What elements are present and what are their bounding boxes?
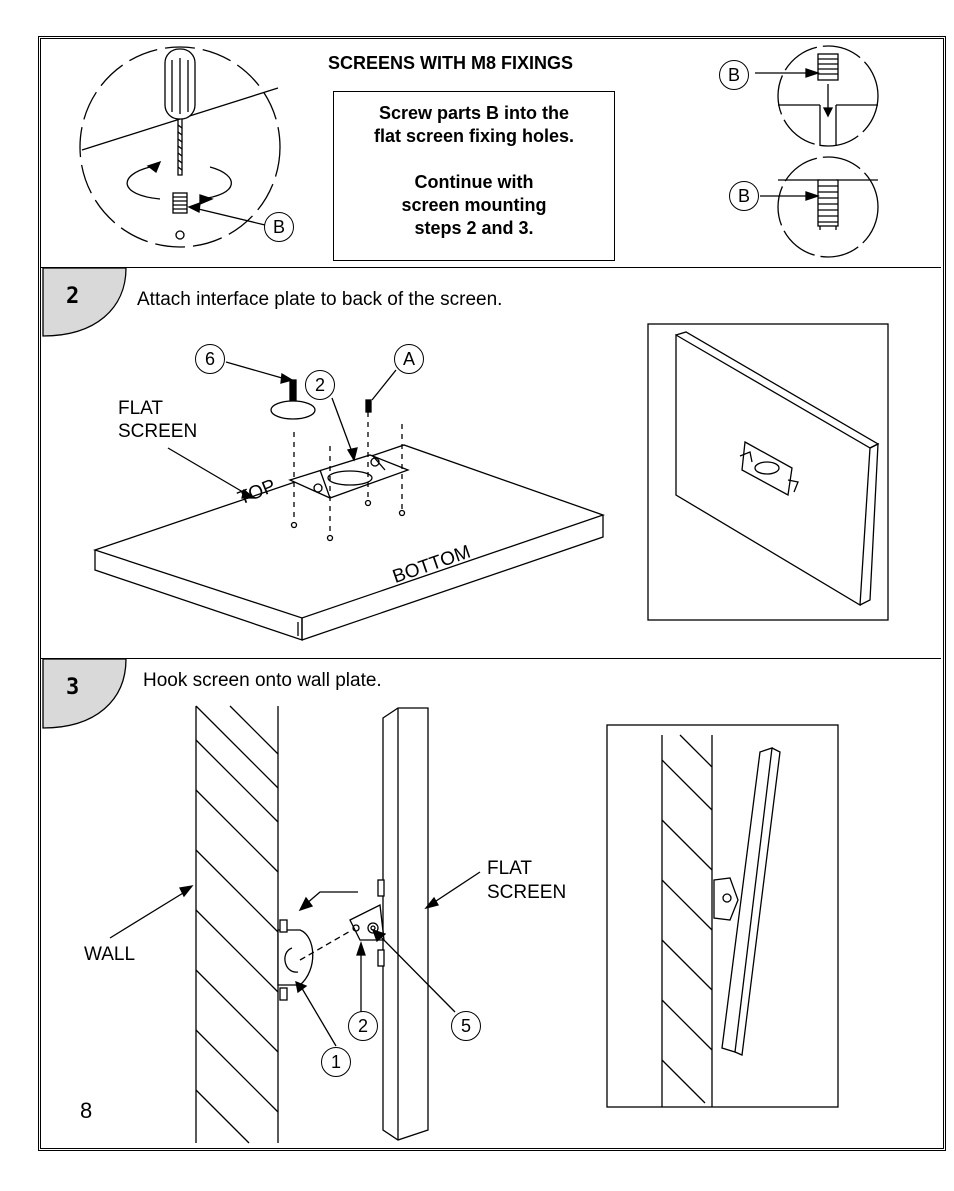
step-3-instruction: Hook screen onto wall plate. [143, 670, 382, 691]
wall-mount-inset-illustration [606, 724, 839, 1108]
section-divider-2 [41, 658, 941, 659]
instruction-line-4: Continue with [414, 172, 534, 192]
instruction-line-6: steps 2 and 3. [414, 218, 534, 238]
callout-5: 5 [451, 1011, 481, 1041]
callout-b-top: B [719, 60, 749, 90]
step-3-flat-label: FLAT [487, 858, 533, 879]
step-3-screen-label: SCREEN [487, 882, 567, 903]
instruction-line-2: flat screen fixing holes. [373, 126, 575, 146]
instruction-line-5: screen mounting [401, 195, 547, 215]
step-2-tab [42, 267, 127, 337]
callout-1: 1 [321, 1047, 351, 1077]
callout-b-left: B [264, 212, 294, 242]
wall-label: WALL [84, 944, 136, 965]
step-2-flat-label: FLAT [118, 398, 164, 419]
step-2-number: 2 [66, 284, 80, 309]
page-number: 8 [80, 1098, 93, 1123]
page-frame [38, 36, 946, 1151]
step-2-screen-label: SCREEN [118, 421, 198, 442]
callout-2-step3: 2 [348, 1011, 378, 1041]
instruction-spacer [334, 148, 614, 171]
callout-a: A [394, 344, 424, 374]
section-divider-1 [41, 267, 941, 268]
page-title: SCREENS WITH M8 FIXINGS [328, 53, 574, 73]
instruction-line-1: Screw parts B into the [378, 103, 570, 123]
callout-2-step2: 2 [305, 370, 335, 400]
wall-mount-side-illustration [109, 705, 481, 1144]
callout-6: 6 [195, 344, 225, 374]
step-2-instruction: Attach interface plate to back of the sc… [137, 289, 503, 310]
screwdriver-detail-illustration [79, 46, 281, 248]
flat-screen-perspective-illustration [92, 361, 605, 641]
instruction-box: Screw parts B into the flat screen fixin… [333, 91, 615, 261]
callout-b-bottom: B [729, 181, 759, 211]
screen-back-inset-illustration [647, 323, 889, 621]
step-3-tab [42, 658, 127, 729]
step-3-number: 3 [66, 675, 80, 700]
fixing-b-detail-illustration [755, 45, 879, 258]
